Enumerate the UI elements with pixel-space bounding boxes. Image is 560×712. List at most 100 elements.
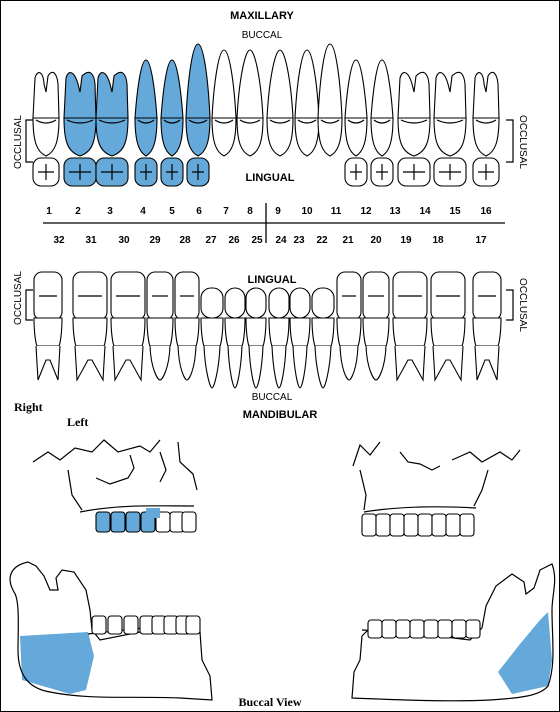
small-tooth (382, 620, 396, 638)
right-maxilla-sketch (353, 442, 520, 536)
tooth-number: 23 (293, 235, 305, 246)
mandibular-tooth-root (36, 346, 60, 380)
mandibular-tooth-root (178, 346, 196, 380)
mandibular-teeth (34, 318, 501, 388)
mandibular-occlusal-tooth (290, 288, 310, 318)
buccal-bottom-label: BUCCAL (252, 392, 293, 403)
small-tooth (424, 620, 438, 638)
mandibular-tooth-root (75, 346, 105, 380)
occlusal-right-bottom-label: OCCLUSAL (517, 278, 528, 332)
maxillary-tooth-crown (33, 118, 59, 156)
tooth-number: 26 (228, 235, 240, 246)
maxillary-tooth-root (398, 72, 430, 118)
right-label: Right (14, 400, 43, 414)
small-tooth (111, 512, 125, 532)
tooth-number: 16 (480, 206, 492, 217)
maxillary-tooth-crown (135, 118, 157, 156)
tooth-number: 15 (449, 206, 461, 217)
maxillary-tooth-crown (161, 118, 183, 156)
tooth-number: 31 (85, 235, 97, 246)
maxillary-tooth-crown (212, 118, 236, 156)
small-tooth-highlight (146, 508, 160, 518)
maxillary-tooth-crown (398, 118, 430, 156)
small-tooth (410, 620, 424, 638)
tooth-number: 29 (149, 235, 161, 246)
mandibular-tooth-crown (393, 318, 427, 346)
small-tooth (182, 512, 196, 532)
maxillary-tooth-root (212, 50, 236, 118)
small-tooth (438, 620, 452, 638)
mandibular-tooth-root (249, 346, 263, 388)
tooth-number: 21 (342, 235, 354, 246)
occlusal-bracket-left-bottom (26, 290, 33, 320)
mandibular-tooth-crown (73, 318, 107, 346)
tooth-number: 9 (275, 206, 281, 217)
occlusal-left-bottom-label: OCCLUSAL (13, 271, 24, 325)
tooth-number: 6 (196, 206, 202, 217)
occlusal-bracket-right-top (506, 120, 513, 162)
small-tooth (432, 514, 446, 536)
mandibular-occlusal-tooth (246, 288, 266, 318)
mandibular-tooth-crown (431, 318, 465, 346)
small-tooth (404, 514, 418, 536)
tooth-number: 13 (389, 206, 401, 217)
mandibular-tooth-crown (337, 318, 361, 346)
mandibular-occlusal-tooth (201, 288, 223, 318)
maxillary-tooth-crown (434, 118, 466, 156)
mandibular-tooth-crown (312, 318, 334, 346)
mandibular-tooth-crown (147, 318, 173, 346)
tooth-number: 22 (316, 235, 328, 246)
maxillary-tooth-root (96, 72, 128, 118)
tooth-number: 12 (360, 206, 372, 217)
buccal-view-label: Buccal View (239, 695, 302, 709)
mandibular-tooth-root (293, 346, 307, 388)
occlusal-bracket-right-bottom (506, 290, 513, 320)
right-mandible-teeth (368, 620, 480, 638)
maxillary-tooth-crown (267, 118, 293, 156)
maxillary-teeth (33, 44, 499, 156)
small-tooth (390, 514, 404, 536)
maxillary-tooth-root (135, 60, 157, 118)
mandibular-tooth-root (475, 346, 499, 380)
mandibular-tooth-root (340, 346, 358, 380)
mandibular-label: MANDIBULAR (243, 409, 318, 421)
maxillary-tooth-root (161, 60, 183, 118)
occlusal-bracket-left-top (26, 120, 33, 162)
small-tooth (466, 620, 480, 638)
tooth-number: 5 (169, 206, 175, 217)
tooth-number: 30 (118, 235, 130, 246)
right-maxilla-teeth (362, 514, 474, 536)
occlusal-right-top-label: OCCLUSAL (517, 115, 528, 169)
mandibular-tooth-crown (269, 318, 289, 346)
maxillary-tooth-root (345, 60, 367, 118)
right-mandible-sketch (352, 564, 555, 701)
mandibular-tooth-crown (246, 318, 266, 346)
mandibular-occlusal-tooth (269, 288, 289, 318)
left-mandible-sketch (10, 562, 212, 700)
mandibular-tooth-root (113, 346, 143, 380)
maxillary-tooth-root (318, 44, 342, 118)
small-tooth (124, 616, 138, 634)
small-tooth (126, 512, 140, 532)
tooth-number: 11 (331, 206, 342, 217)
lingual-top-label: LINGUAL (246, 172, 295, 184)
mandibular-tooth-root (433, 346, 463, 380)
small-tooth (446, 514, 460, 536)
maxillary-tooth-crown (96, 118, 128, 156)
maxillary-tooth-crown (345, 118, 367, 156)
mandibular-tooth-crown (290, 318, 310, 346)
mandibular-occlusal-tooth (312, 288, 334, 318)
tooth-number: 17 (475, 235, 487, 246)
tooth-number: 1 (46, 206, 52, 217)
left-maxilla-teeth (96, 508, 196, 532)
tooth-number: 3 (107, 206, 113, 217)
small-tooth (452, 620, 466, 638)
tooth-number: 18 (432, 235, 444, 246)
maxillary-tooth-root (237, 50, 263, 118)
maxillary-tooth-crown (473, 118, 499, 156)
mandibular-tooth-crown (111, 318, 145, 346)
